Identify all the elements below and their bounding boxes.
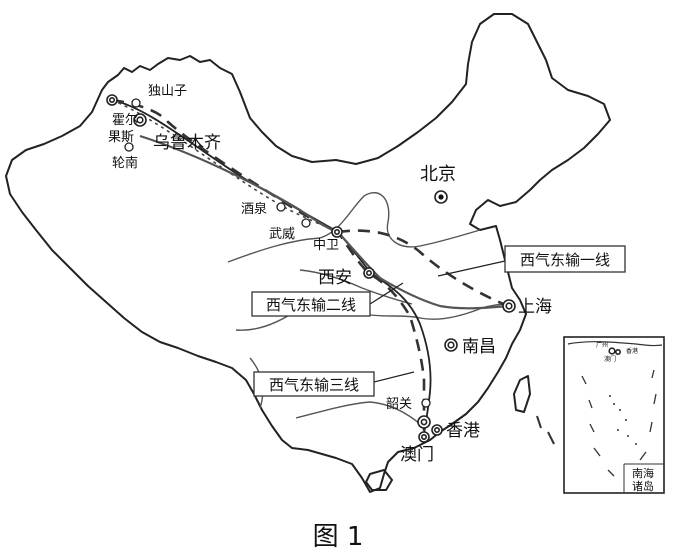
- label-xian: 西安: [318, 268, 352, 288]
- inset-dashes: [581, 369, 657, 477]
- label-beijing: 北京: [420, 164, 456, 185]
- pipeline-line3: [111, 99, 432, 435]
- inset-label-2: 诸岛: [632, 479, 654, 493]
- leader-line1: [437, 260, 506, 277]
- label-jiuquan: 酒泉: [241, 201, 267, 217]
- label-hongkong: 香港: [446, 421, 480, 441]
- label-line2: 西气东输二线: [266, 296, 356, 314]
- leader-line2: [369, 282, 404, 305]
- pipeline-line2-branch: [337, 229, 509, 308]
- label-nanchang: 南昌: [462, 337, 496, 357]
- pearl-river: [295, 401, 421, 425]
- city-wuwei: 武威: [269, 218, 311, 242]
- label-shaoguan: 韶关: [386, 396, 412, 412]
- han-river: [299, 269, 413, 305]
- inset-label-1: 南海: [632, 466, 654, 480]
- label-dushanzi: 独山子: [148, 84, 187, 99]
- label-khorgos-1: 霍尔: [112, 113, 138, 128]
- label-khorgos-2: 果斯: [108, 130, 134, 145]
- label-line3: 西气东输三线: [269, 376, 359, 394]
- city-guangzhou-marker: [417, 415, 431, 429]
- city-dushanzi: 独山子: [131, 84, 187, 108]
- city-urumqi: 乌鲁木齐: [133, 113, 221, 153]
- city-nanchang: 南昌: [444, 337, 496, 357]
- pipeline-line2: [111, 98, 426, 436]
- city-lunnan: 轮南: [112, 142, 138, 171]
- label-lunnan: 轮南: [112, 155, 138, 171]
- inset-label-guangzhou: 广州: [596, 341, 608, 349]
- inset-label-macau: 澳门: [604, 355, 616, 363]
- city-beijing: 北京: [420, 164, 456, 204]
- south-china-sea-inset: 广州 香港 澳门 南海 诸岛: [563, 336, 665, 494]
- label-shanghai: 上海: [518, 297, 552, 317]
- city-khorgos: 霍尔 果斯: [106, 94, 138, 145]
- city-zhongwei: 中卫: [313, 226, 343, 253]
- label-urumqi: 乌鲁木齐: [153, 133, 221, 153]
- pipeline-line1: [139, 134, 509, 310]
- label-zhongwei: 中卫: [313, 238, 339, 253]
- label-macau: 澳门: [400, 445, 434, 465]
- city-xian: 西安: [318, 267, 375, 288]
- hainan-island: [365, 469, 393, 491]
- city-macau: 澳门: [400, 431, 434, 465]
- callout-line2: 西气东输二线: [251, 291, 371, 317]
- label-line1: 西气东输一线: [520, 251, 610, 269]
- label-wuwei: 武威: [269, 227, 295, 242]
- city-hongkong: 香港: [431, 421, 480, 441]
- city-jiuquan: 酒泉: [241, 201, 286, 217]
- city-shaoguan: 韶关: [386, 396, 431, 412]
- sea-boundary-dashes: [536, 415, 555, 445]
- city-shanghai: 上海: [502, 297, 552, 317]
- yellow-river: [227, 192, 481, 263]
- callout-line1: 西气东输一线: [504, 245, 626, 273]
- taiwan-island: [513, 375, 531, 413]
- inset-islands: [609, 395, 637, 445]
- leader-line3: [373, 371, 415, 383]
- inset-label-hongkong: 香港: [626, 347, 638, 355]
- figure-caption: 图 1: [313, 522, 364, 552]
- china-border: [5, 13, 611, 493]
- callout-line3: 西气东输三线: [253, 371, 375, 397]
